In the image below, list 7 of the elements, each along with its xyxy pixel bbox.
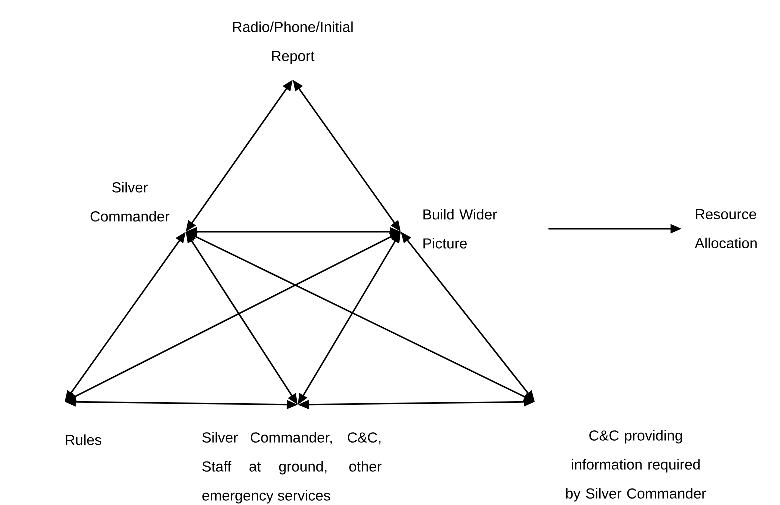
node-label: C&C providing information required by Silver Commander	[566, 430, 706, 502]
node-label: Radio/Phone/Initial Report	[233, 22, 353, 64]
node-label: Resource Allocation	[695, 209, 757, 249]
node-label: Build Wider Picture	[424, 209, 498, 249]
node-label: Silver Commander	[90, 182, 170, 222]
node-label: Rules	[66, 434, 102, 446]
node-label: Silver Commander, C&C, Staff at ground, other emergency services	[202, 432, 382, 504]
